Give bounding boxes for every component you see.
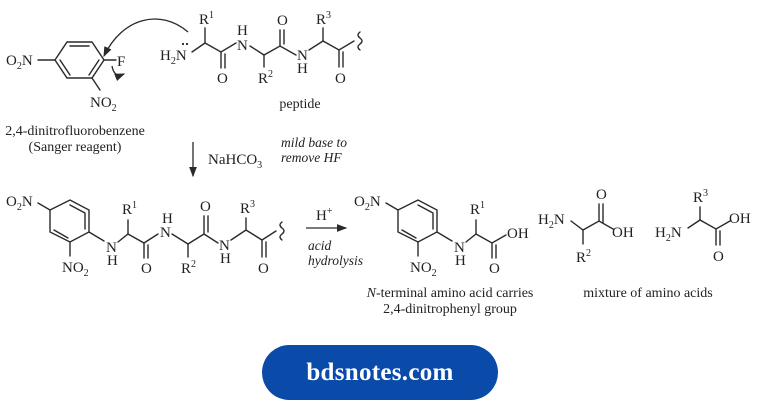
- svg-text:O: O: [200, 199, 211, 215]
- svg-text:N: N: [454, 240, 465, 256]
- svg-text:OH: OH: [729, 211, 751, 227]
- svg-text:R1: R1: [122, 200, 137, 218]
- svg-text:H: H: [297, 61, 308, 77]
- svg-text:H: H: [455, 253, 466, 269]
- svg-text:OH: OH: [507, 226, 529, 242]
- svg-text:O: O: [713, 249, 724, 265]
- svg-text:R3: R3: [240, 199, 255, 217]
- svg-text:N: N: [160, 225, 171, 241]
- svg-text:R3: R3: [693, 188, 708, 206]
- amino-acid-r3-structure: H2N R3 OH O: [655, 188, 751, 265]
- svg-text:H+: H+: [316, 206, 333, 224]
- chain-continuation-wavy: [279, 221, 285, 241]
- svg-text:O: O: [258, 261, 269, 277]
- svg-text:O2N: O2N: [6, 194, 33, 213]
- site-link-label: bdsnotes.com: [306, 358, 454, 386]
- dnp-caption-line1: N-terminal amino acid carries: [366, 286, 534, 301]
- svg-text:O2N: O2N: [354, 194, 381, 213]
- svg-text:H: H: [162, 211, 173, 227]
- svg-text:O: O: [277, 13, 288, 29]
- svg-text:O: O: [335, 71, 346, 87]
- step2-note-line2: hydrolysis: [308, 253, 363, 268]
- nucleophilic-attack-arrow: [103, 18, 189, 58]
- svg-text:NaHCO3: NaHCO3: [208, 152, 262, 171]
- fluorine-label: F: [117, 54, 125, 70]
- svg-text:N: N: [237, 38, 248, 54]
- amino-acid-r2-structure: H2N R2 O OH: [538, 187, 634, 266]
- sanger-reagent-structure: O2N F NO2: [6, 41, 125, 114]
- svg-text:NO2: NO2: [62, 260, 89, 279]
- step2-note-line1: acid: [308, 238, 331, 253]
- svg-text:H: H: [107, 253, 118, 269]
- svg-text:O: O: [489, 261, 500, 277]
- svg-text:R1: R1: [470, 200, 485, 218]
- svg-text:H2N: H2N: [160, 48, 187, 67]
- svg-text:O: O: [217, 71, 228, 87]
- chain-continuation-wavy: [357, 31, 363, 51]
- svg-text:H: H: [237, 23, 248, 39]
- dnp-amino-acid-structure: O2N NO2 N H R1 OH O: [354, 194, 529, 279]
- peptide-label: peptide: [279, 97, 320, 112]
- peptide-structure: H2N R1 O H N R2 O N H R3 O: [160, 10, 363, 87]
- reagent-name: 2,4-dinitrofluorobenzene: [5, 124, 145, 139]
- svg-text:N: N: [297, 48, 308, 64]
- svg-text:N: N: [106, 240, 117, 256]
- svg-text:O: O: [596, 187, 607, 203]
- svg-text:H2N: H2N: [655, 225, 682, 244]
- reagent-common-name: (Sanger reagent): [29, 140, 122, 155]
- svg-text:R2: R2: [258, 69, 273, 87]
- svg-text:NO2: NO2: [90, 95, 117, 114]
- svg-text:R2: R2: [576, 248, 591, 266]
- step1-note-line2: remove HF: [281, 150, 342, 165]
- svg-text:R1: R1: [199, 10, 214, 28]
- svg-text:R2: R2: [181, 259, 196, 277]
- dnp-peptide-structure: O2N NO2 N H R1 O H N R2 O N H R3 O: [6, 194, 285, 279]
- svg-text:H: H: [220, 251, 231, 267]
- svg-text:N: N: [219, 238, 230, 254]
- svg-text:O: O: [141, 261, 152, 277]
- svg-text:H2N: H2N: [538, 212, 565, 231]
- dnp-caption-line2: 2,4-dinitrophenyl group: [383, 302, 517, 317]
- amino-acids-caption: mixture of amino acids: [583, 286, 712, 301]
- step1-note-line1: mild base to: [281, 135, 347, 150]
- svg-text:NO2: NO2: [410, 260, 437, 279]
- svg-text:OH: OH: [612, 225, 634, 241]
- svg-text:R3: R3: [316, 10, 331, 28]
- svg-text:O2N: O2N: [6, 53, 33, 72]
- site-link-button[interactable]: bdsnotes.com: [262, 345, 498, 400]
